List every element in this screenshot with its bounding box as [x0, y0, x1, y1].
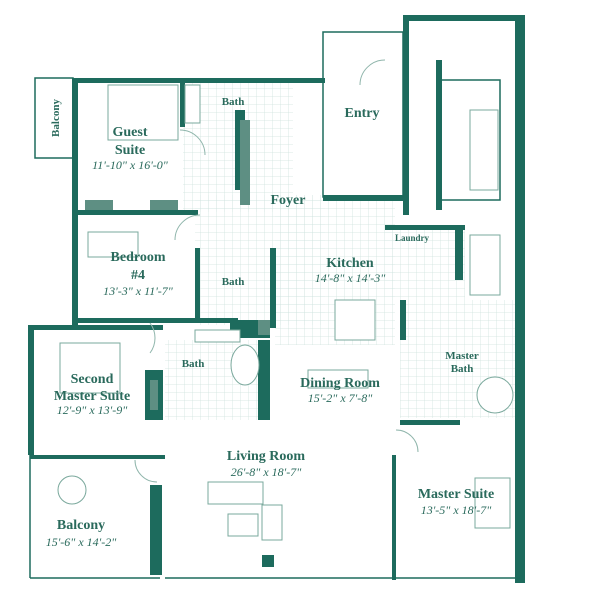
entry-label: Entry	[345, 106, 380, 121]
foyer-label: Foyer	[271, 193, 306, 208]
walls	[28, 15, 525, 583]
guest-suite-label-line1: Guest	[113, 125, 148, 140]
balcony-large-label: Balcony	[57, 518, 105, 533]
master-bath-label-line1: Master	[445, 350, 479, 362]
bath3-label: Bath	[182, 358, 205, 370]
second-master-label-line1: Second	[71, 372, 114, 387]
bath2-label: Bath	[222, 276, 245, 288]
master-bath-label-line2: Bath	[451, 363, 474, 375]
guest-bath-label: Bath	[222, 96, 245, 108]
dining-room-label: Dining Room	[300, 376, 380, 391]
guest-suite-label-line2: Suite	[115, 143, 145, 158]
second-master-label-line2: Master Suite	[54, 389, 130, 404]
laundry-label: Laundry	[395, 233, 430, 243]
dining-room-dims: 15'-2" x 7'-8"	[308, 391, 373, 405]
balcony-large-dims: 15'-6" x 14'-2"	[46, 535, 117, 549]
master-suite-dims: 13'-5" x 18'-7"	[421, 503, 492, 517]
bedroom4-label-line2: #4	[131, 268, 145, 283]
living-room-dims: 26'-8" x 18'-7"	[231, 465, 302, 479]
second-master-dims: 12'-9" x 13'-9"	[57, 403, 128, 417]
guest-suite-dims: 11'-10" x 16'-0"	[92, 158, 169, 172]
kitchen-label: Kitchen	[326, 256, 374, 271]
doors	[134, 59, 419, 483]
bedroom4-label-line1: Bedroom	[111, 250, 166, 265]
balcony-small-label: Balcony	[50, 99, 62, 137]
bedroom4-dims: 13'-3" x 11'-7"	[103, 284, 174, 298]
master-suite-label: Master Suite	[418, 487, 494, 502]
furniture	[57, 84, 514, 541]
living-room-label: Living Room	[227, 449, 306, 464]
kitchen-dims: 14'-8" x 14'-3"	[315, 271, 386, 285]
